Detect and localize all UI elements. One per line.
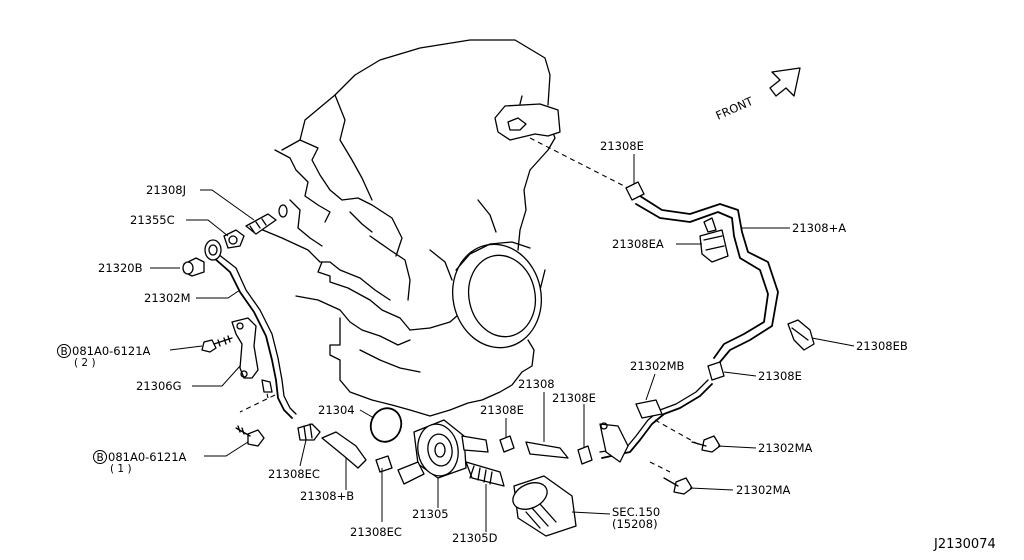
label-21308EC-b: 21308EC [350, 525, 402, 539]
label-21308: 21308 [518, 377, 555, 391]
bolt-lower[interactable] [235, 425, 265, 447]
label-21304: 21304 [318, 403, 355, 417]
label-21306G: 21306G [136, 379, 182, 393]
label-21308EA: 21308EA [612, 237, 664, 251]
pipe-21302MB[interactable] [599, 379, 713, 463]
clamp-21308EC-b[interactable] [375, 455, 393, 473]
leader-lines [150, 154, 855, 532]
engine-block-drawing [257, 39, 561, 417]
label-21302MA-1: 21302MA [758, 441, 813, 455]
clip-21355C[interactable] [223, 229, 245, 249]
label-21320B: 21320B [98, 261, 143, 275]
clamp-21308EC-a[interactable] [297, 423, 321, 441]
bolt1-circle-letter: B [97, 452, 104, 464]
circle-b-icon [93, 450, 107, 464]
label-bolt2-qty: ( 2 ) [74, 357, 96, 369]
clamp-21308E-right[interactable] [577, 445, 593, 465]
label-bolt1-part: 081A0-6121A [108, 450, 187, 464]
hose-21308B[interactable] [321, 431, 367, 469]
bracket-21306G[interactable] [231, 317, 273, 393]
oil-pipe-21302M[interactable] [213, 253, 297, 419]
label-21302M: 21302M [144, 291, 191, 305]
bolt-upper[interactable] [201, 335, 233, 353]
hose-21308[interactable] [525, 441, 569, 459]
label-21308E-lower: 21308E [758, 369, 802, 383]
o-ring-21304[interactable] [366, 404, 406, 446]
circle-b-icon [57, 344, 71, 358]
connector-21308J[interactable] [245, 204, 288, 235]
part-labels: 21308J 21355C 21320B 21302M B 081A0-6121… [57, 139, 996, 552]
pipe-end-fitting [204, 239, 222, 261]
label-21308E-top: 21308E [600, 139, 644, 153]
bolt-21302MA-2[interactable] [663, 477, 693, 495]
label-21308EB: 21308EB [856, 339, 908, 353]
label-21308EC-a: 21308EC [268, 467, 320, 481]
label-21302MB: 21302MB [630, 359, 685, 373]
connector-21305D[interactable] [465, 461, 505, 487]
bolt2-circle-letter: B [61, 346, 68, 358]
oil-filter[interactable] [509, 475, 577, 537]
label-21355C: 21355C [130, 213, 175, 227]
label-bolt2-part: 081A0-6121A [72, 344, 151, 358]
clamp-21308E-lower[interactable] [707, 361, 725, 381]
clamp-21308E-mid[interactable] [499, 435, 515, 453]
label-21308E-right: 21308E [552, 391, 596, 405]
label-21302MA-2: 21302MA [736, 483, 791, 497]
diagram-id: J2130074 [933, 537, 996, 552]
clamp-21308EA[interactable] [699, 217, 729, 263]
label-21305D: 21305D [452, 531, 498, 545]
oil-cooler-21305[interactable] [397, 419, 489, 485]
label-21308A: 21308+A [792, 221, 846, 235]
bolt-21302MA-1[interactable] [691, 435, 721, 453]
label-21308J: 21308J [146, 183, 186, 197]
clamp-21308EB[interactable] [787, 319, 815, 351]
label-21305: 21305 [412, 507, 449, 521]
label-sec-sub: (15208) [612, 517, 658, 531]
label-21308E-mid: 21308E [480, 403, 524, 417]
label-bolt1-qty: ( 1 ) [110, 463, 132, 475]
front-arrow-icon: FRONT [714, 67, 801, 123]
label-sec-150: SEC.150 [612, 505, 660, 519]
hose-21308A[interactable] [635, 195, 779, 363]
front-label: FRONT [714, 94, 756, 123]
plug-21320B[interactable] [182, 257, 205, 277]
label-21308B: 21308+B [300, 489, 354, 503]
